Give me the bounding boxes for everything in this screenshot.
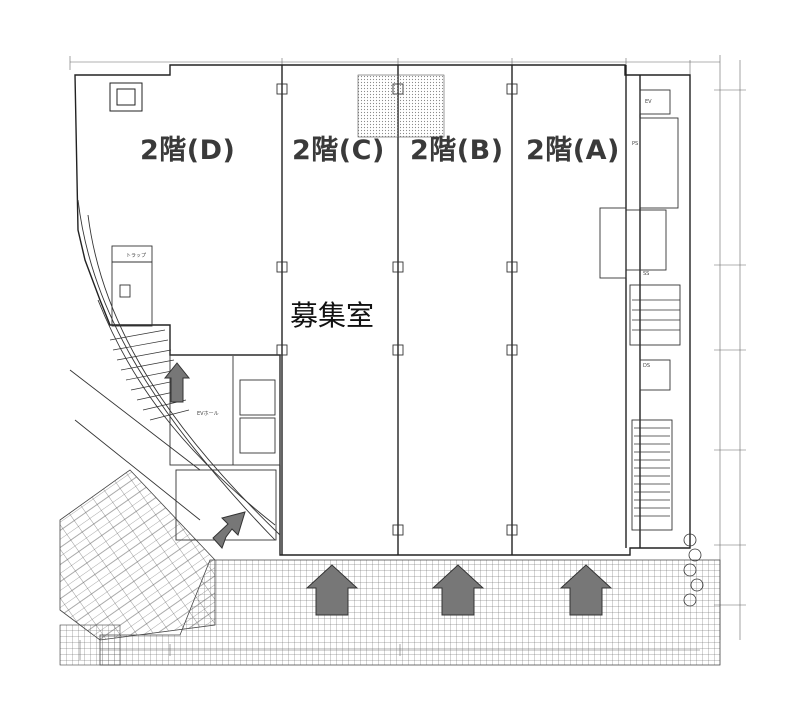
entrance-arrows bbox=[163, 362, 613, 616]
shaft-box bbox=[109, 82, 143, 112]
planting bbox=[683, 533, 704, 607]
label-ds: DS bbox=[643, 363, 651, 369]
vacancy-label: 募集室 bbox=[290, 299, 375, 332]
unit-label-c: 2階(C) bbox=[292, 135, 385, 166]
label-ss: SS bbox=[643, 271, 650, 277]
right-core bbox=[599, 89, 681, 531]
label-ev-hall: EVホール bbox=[197, 411, 219, 417]
unit-label-b: 2階(B) bbox=[410, 135, 504, 166]
label-trap: トラップ bbox=[126, 253, 147, 259]
entrance-arrow bbox=[163, 362, 191, 403]
ev-hall-block bbox=[169, 354, 281, 541]
unit-label-a: 2階(A) bbox=[526, 135, 620, 166]
entrance-arrow bbox=[431, 564, 485, 616]
stair-right bbox=[632, 299, 680, 517]
entrance-arrow bbox=[212, 511, 246, 549]
curved-facade bbox=[69, 199, 281, 541]
entrance-arrow bbox=[559, 564, 613, 616]
unit-label-d: 2階(D) bbox=[140, 135, 236, 166]
entrance-arrow bbox=[305, 564, 359, 616]
skylight-area bbox=[357, 74, 445, 138]
label-elevator: EV bbox=[645, 99, 652, 105]
ground-grid bbox=[59, 469, 721, 666]
label-ps: PS bbox=[632, 141, 639, 147]
left-service-rooms bbox=[111, 245, 153, 327]
